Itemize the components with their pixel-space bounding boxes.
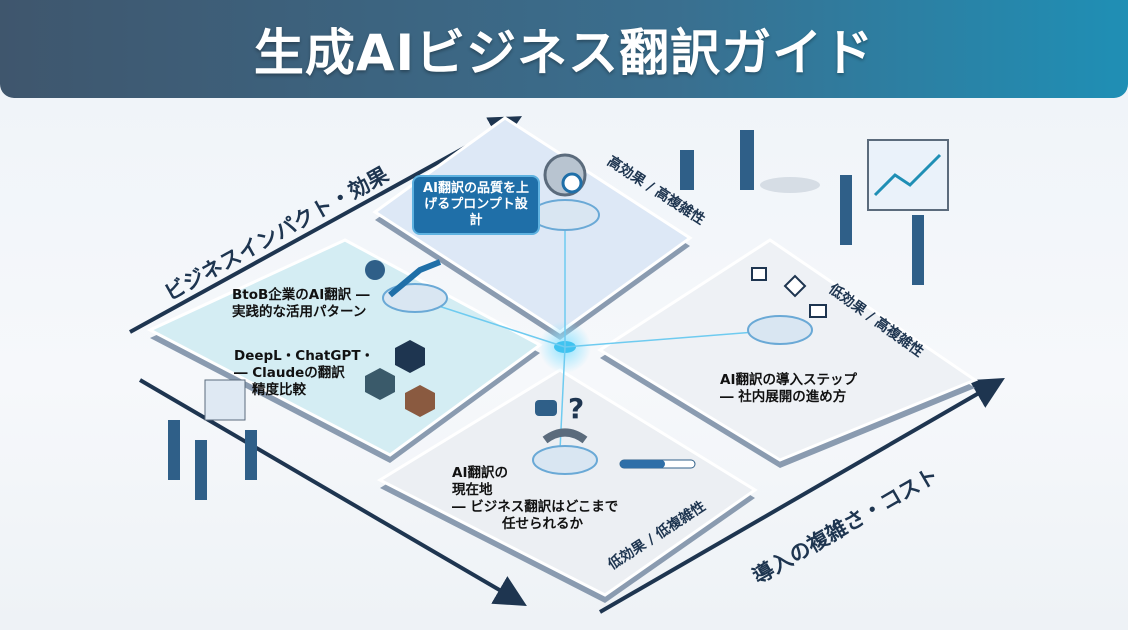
people-illustration-left — [168, 379, 257, 500]
robot-handshake-icon — [535, 400, 588, 444]
text-line: 現在地 — [452, 482, 493, 498]
people-illustration-right — [680, 130, 949, 285]
text-line: AI翻訳の — [452, 465, 508, 481]
page-title: 生成AIビジネス翻訳ガイド — [253, 24, 875, 82]
text-line: 精度比較 — [252, 382, 306, 398]
pedestals — [382, 199, 813, 475]
callout-prompt-design[interactable]: AI翻訳の品質を上げるプロンプト設計 — [412, 175, 540, 235]
flowchart-icon — [751, 267, 827, 318]
text-line: ― ビジネス翻訳はどこまで — [452, 499, 619, 515]
bottom-quadrant-title[interactable]: AI翻訳の 現在地 ― ビジネス翻訳はどこまで 任せられるか — [452, 465, 618, 533]
left-quadrant-title-2[interactable]: DeepL・ChatGPT・ ― Claudeの翻訳 精度比較 — [234, 348, 374, 399]
left-quadrant-title-1[interactable]: BtoB企業のAI翻訳 ― 実践的な活用パターン — [232, 287, 369, 321]
tile-right — [597, 238, 979, 468]
left-down-arrow — [138, 378, 527, 607]
text-line: DeepL・ChatGPT・ — [234, 348, 375, 364]
gear-icon — [543, 153, 587, 197]
header-banner: 生成AIビジネス翻訳ガイド — [0, 0, 1128, 98]
question-mark-icon: ? — [568, 392, 584, 425]
growth-chart-icon — [365, 259, 442, 298]
text-line: ― Claudeの翻訳 — [234, 365, 345, 381]
ai-logo-icons — [365, 340, 435, 417]
text-line: 実践的な活用パターン — [232, 304, 367, 320]
text-line: ― 社内展開の進め方 — [720, 389, 847, 405]
complexity-axis-arrow — [598, 377, 1005, 614]
right-quadrant-title[interactable]: AI翻訳の導入ステップ ― 社内展開の進め方 — [720, 372, 857, 406]
text-line: AI翻訳の導入ステップ — [720, 372, 857, 388]
tile-bottom — [376, 368, 758, 603]
progress-bar — [619, 459, 696, 469]
text-line: 任せられるか — [502, 516, 583, 532]
text-line: BtoB企業のAI翻訳 ― — [232, 287, 370, 303]
